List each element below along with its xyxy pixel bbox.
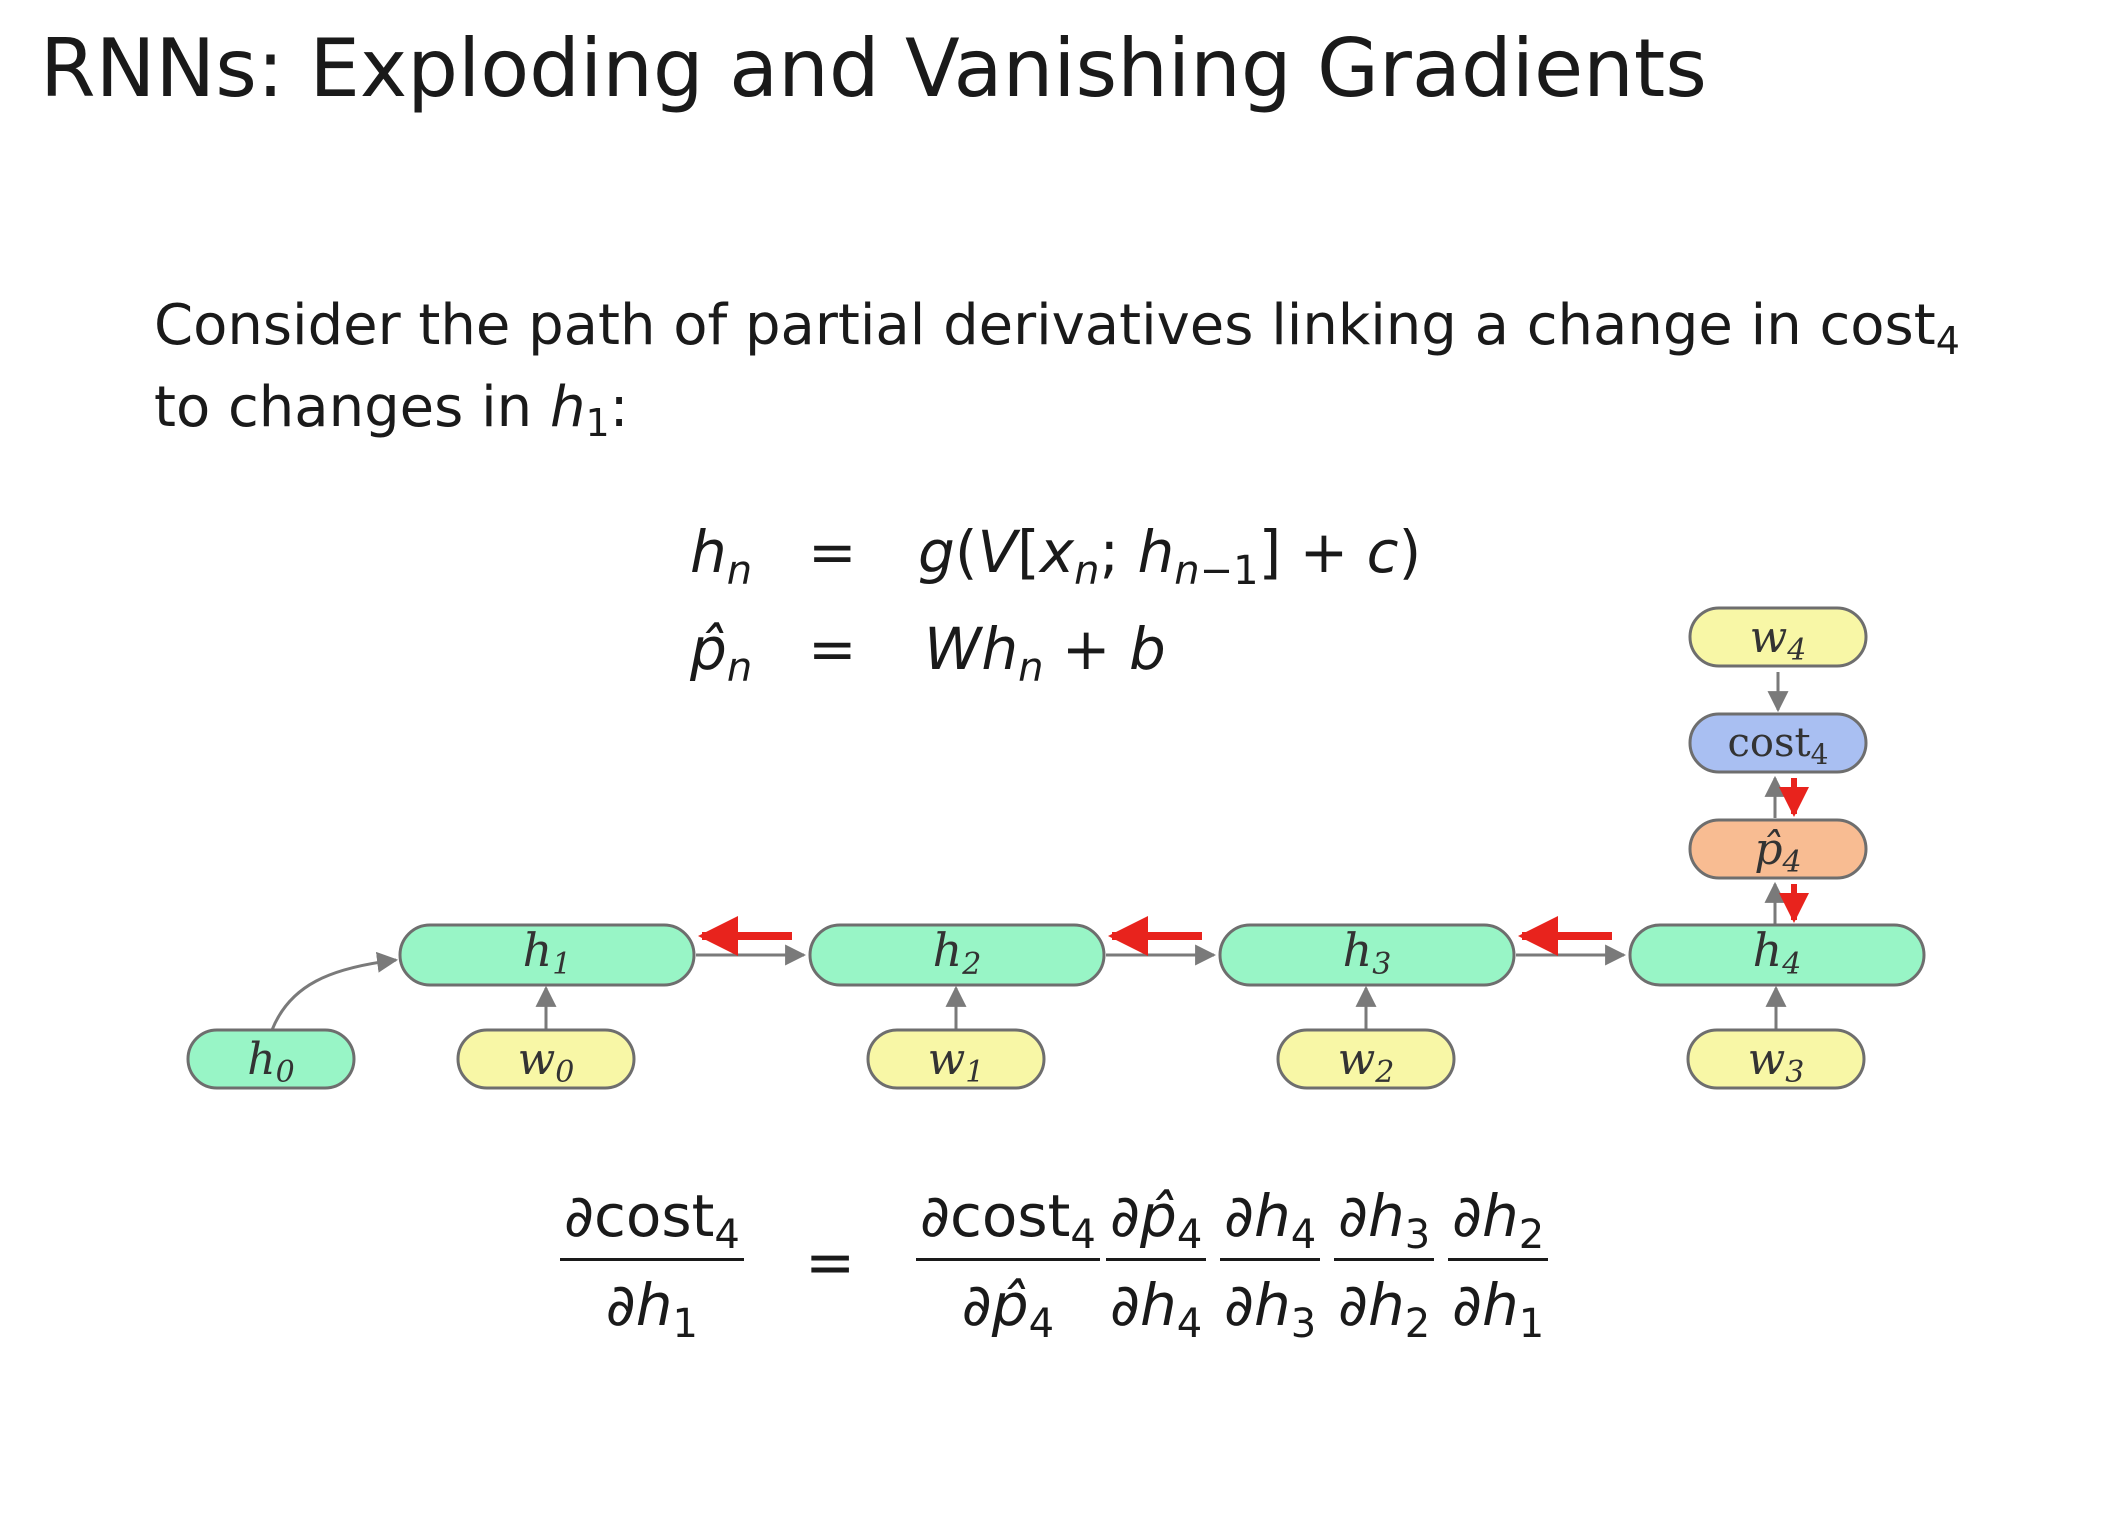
node-h2: h2: [808, 923, 1106, 987]
term-4-fraction: ∂h3 ∂h2: [1334, 1182, 1435, 1344]
node-cost4: cost4: [1688, 712, 1868, 774]
svg-text:h1: h1: [523, 923, 572, 982]
edge-h0-h1: [270, 951, 399, 1031]
svg-text:h2: h2: [933, 923, 982, 982]
node-w4: w4: [1688, 606, 1868, 668]
eq2-lhs: p̂n: [690, 615, 753, 691]
intro-text: Consider the path of partial derivatives…: [154, 285, 2014, 449]
eq1-rhs: g(V[xn; hn−1] + c): [918, 518, 1422, 594]
svg-text:w2: w2: [1338, 1034, 1395, 1090]
intro-sub1: 4: [1935, 319, 1960, 363]
term-2-fraction: ∂p̂4 ∂h4: [1106, 1182, 1207, 1344]
node-h3: h3: [1218, 923, 1516, 987]
svg-text:w1: w1: [928, 1034, 985, 1090]
lhs-fraction: ∂cost4 ∂h1: [560, 1182, 744, 1344]
intro-end: :: [609, 375, 629, 440]
node-w1: w1: [866, 1028, 1046, 1090]
svg-text:h4: h4: [1753, 923, 1802, 982]
eq2-equals: =: [808, 615, 857, 683]
intro-var: h: [549, 375, 586, 440]
node-p4: p̂4: [1688, 818, 1868, 880]
intro-part1: Consider the path of partial derivatives…: [154, 293, 1936, 358]
svg-text:w3: w3: [1748, 1034, 1805, 1090]
fraction-bar: [560, 1258, 744, 1261]
eq2-rhs: Whn + b: [924, 615, 1166, 691]
intro-part2: to changes in: [154, 375, 550, 440]
node-w3: w3: [1686, 1028, 1866, 1090]
svg-text:h0: h0: [247, 1034, 294, 1090]
node-h4: h4: [1628, 923, 1926, 987]
slide-title: RNNs: Exploding and Vanishing Gradients: [40, 22, 1707, 115]
node-w2: w2: [1276, 1028, 1456, 1090]
eq1-equals: =: [808, 518, 857, 586]
svg-text:cost4: cost4: [1728, 720, 1829, 771]
node-h1: h1: [398, 923, 696, 987]
svg-text:p̂4: p̂4: [1754, 824, 1801, 880]
node-h0: h0: [186, 1028, 356, 1090]
intro-sub2: 1: [585, 401, 610, 445]
svg-text:w4: w4: [1750, 612, 1807, 668]
term-1-fraction: ∂cost4 ∂p̂4: [916, 1182, 1100, 1344]
svg-text:h3: h3: [1343, 923, 1392, 982]
svg-text:w0: w0: [518, 1034, 575, 1090]
chain-equals: =: [805, 1228, 856, 1298]
term-5-fraction: ∂h2 ∂h1: [1448, 1182, 1549, 1344]
node-w0: w0: [456, 1028, 636, 1090]
eq1-lhs: hn: [690, 518, 753, 594]
term-3-fraction: ∂h4 ∂h3: [1220, 1182, 1321, 1344]
